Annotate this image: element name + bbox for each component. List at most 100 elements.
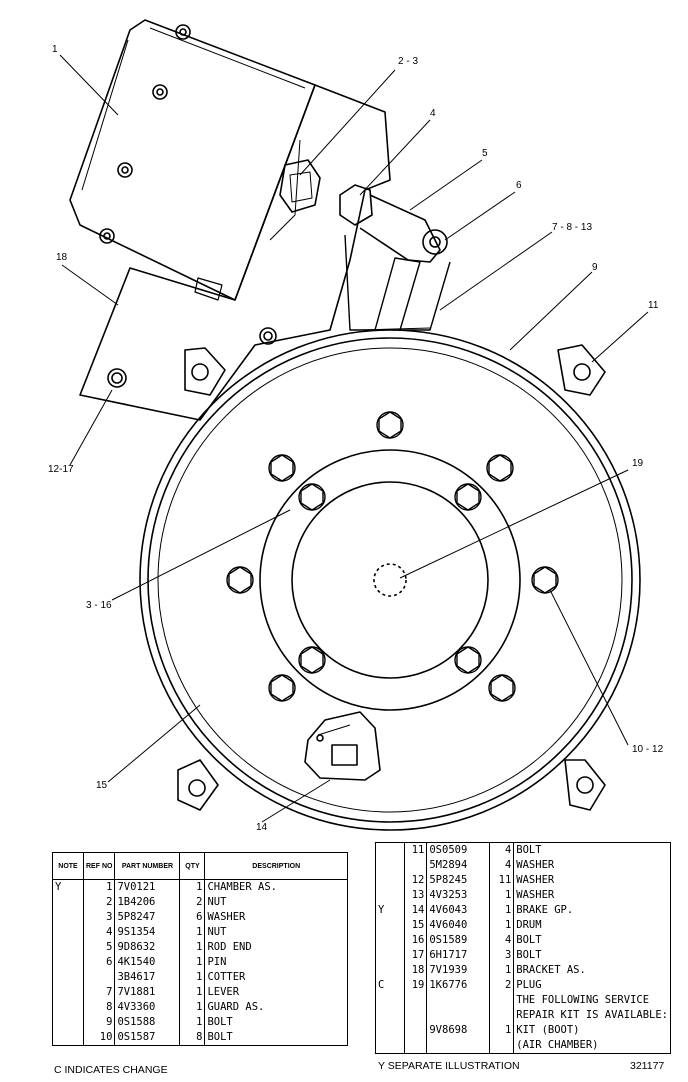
callout-4: 4 <box>430 108 436 119</box>
cell-qty: 1 <box>179 955 206 970</box>
cell-part: 5P8245 <box>426 873 491 888</box>
cell-desc: PIN <box>207 956 227 968</box>
cell-note <box>52 1015 84 1030</box>
cell-part: 5M2894 <box>426 858 491 873</box>
brake-assembly-drawing <box>59 19 649 831</box>
cell-ref: 5 <box>83 940 116 955</box>
callout-1: 1 <box>52 44 58 55</box>
callout-11: 11 <box>648 300 659 311</box>
illustration-id: 321177 <box>630 1060 665 1072</box>
cell-qty: 1 <box>489 903 515 918</box>
cell-note <box>52 910 84 925</box>
hex-bolts <box>226 411 559 702</box>
cell-note <box>375 888 405 903</box>
hub-flange <box>259 449 521 711</box>
header-note: NOTE <box>52 852 84 880</box>
cell-qty: 4 <box>489 858 515 873</box>
cell-qty <box>489 1038 515 1054</box>
cell-note: C <box>375 978 405 993</box>
cell-ref: 14 <box>404 903 428 918</box>
separate-illustration-legend: Y SEPARATE ILLUSTRATION <box>378 1060 520 1072</box>
cell-qty: 1 <box>179 879 206 895</box>
cell-note <box>375 993 405 1008</box>
cell-note <box>52 940 84 955</box>
cell-desc: REPAIR KIT IS AVAILABLE: <box>516 1009 668 1021</box>
chamber-nut <box>279 159 321 213</box>
cell-qty: 1 <box>179 970 206 985</box>
cell-note <box>375 963 405 978</box>
cell-qty: 2 <box>179 895 206 910</box>
cell-desc: GUARD AS. <box>207 1001 265 1013</box>
cell-ref: 12 <box>404 873 428 888</box>
cell-qty: 1 <box>179 1015 206 1030</box>
cell-part: 9S1354 <box>114 925 181 940</box>
cell-note <box>52 925 84 940</box>
cell-desc: PLUG <box>516 979 542 991</box>
cell-note <box>375 842 405 858</box>
cell-qty: 8 <box>179 1030 206 1046</box>
cell-part: 4V6040 <box>426 918 491 933</box>
table-header-row: NOTE REF NO PART NUMBER QTY DESCRIPTION <box>52 852 348 880</box>
cell-desc: WASHER <box>516 859 555 871</box>
cell-desc: BOLT <box>516 844 542 856</box>
cell-ref: 15 <box>404 918 428 933</box>
header-part-number: PART NUMBER <box>114 852 181 880</box>
cell-ref: 11 <box>404 842 428 858</box>
cell-note <box>375 948 405 963</box>
cell-part: 0S1589 <box>426 933 491 948</box>
cell-desc: BRACKET AS. <box>516 964 586 976</box>
cell-part <box>426 1038 491 1054</box>
rod-end-and-lever <box>339 184 451 331</box>
cell-note <box>52 1030 84 1046</box>
cell-desc: DRUM <box>516 919 542 931</box>
cell-part: 7V1939 <box>426 963 491 978</box>
cell-desc: (AIR CHAMBER) <box>516 1039 599 1051</box>
cell-ref: 2 <box>83 895 116 910</box>
cell-desc: THE FOLLOWING SERVICE <box>516 994 650 1006</box>
cell-desc: WASHER <box>516 874 555 886</box>
cell-part: 9V8698 <box>426 1023 491 1038</box>
cell-part: 7V1881 <box>114 985 181 1000</box>
callout-10-12: 10 - 12 <box>632 744 664 755</box>
cell-part: 4V3360 <box>114 1000 181 1015</box>
cell-desc: ROD END <box>207 941 252 953</box>
cell-qty: 1 <box>489 888 515 903</box>
cell-desc: BOLT <box>516 949 542 961</box>
cell-part: 3B4617 <box>114 970 181 985</box>
cell-note <box>52 955 84 970</box>
cell-note <box>375 918 405 933</box>
leader-lines <box>59 54 649 823</box>
cell-desc: NUT <box>207 896 227 908</box>
cell-ref: 3 <box>83 910 116 925</box>
cell-part: 0S0509 <box>426 842 491 858</box>
cell-desc: BOLT <box>207 1031 233 1043</box>
cell-note <box>375 1038 405 1054</box>
cell-part: 4K1540 <box>114 955 181 970</box>
cell-part: 4V3253 <box>426 888 491 903</box>
cell-qty: 1 <box>179 940 206 955</box>
cell-desc: WASHER <box>207 911 246 923</box>
cell-qty: 1 <box>179 925 206 940</box>
header-ref-no: REF NO <box>83 852 116 880</box>
cell-desc: WASHER <box>516 889 555 901</box>
callout-9: 9 <box>592 262 598 273</box>
cell-ref: 16 <box>404 933 428 948</box>
callout-7-8-13: 7 - 8 - 13 <box>552 222 593 233</box>
cell-qty: 1 <box>179 1000 206 1015</box>
cell-ref <box>404 858 428 873</box>
callout-6: 6 <box>516 180 522 191</box>
air-chamber <box>69 19 316 301</box>
cell-ref: 1 <box>83 879 116 895</box>
cell-ref: 18 <box>404 963 428 978</box>
cell-desc: LEVER <box>207 986 240 998</box>
cell-ref <box>404 1023 428 1038</box>
